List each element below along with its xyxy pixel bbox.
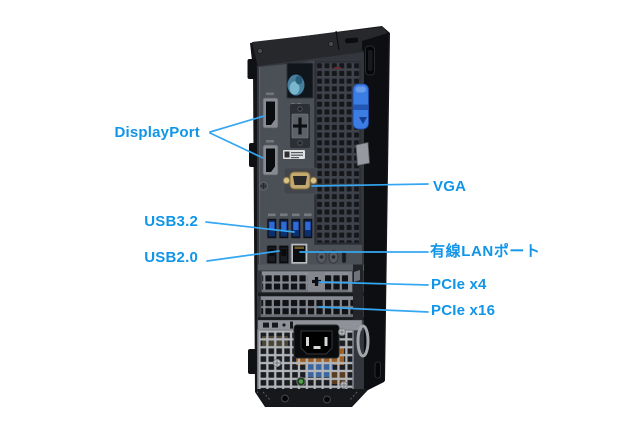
displayport-1-port [262, 92, 279, 129]
case-top [252, 27, 389, 67]
label-usb20: USB2.0 [144, 249, 198, 266]
leader-pcie-x16 [318, 306, 429, 313]
pcie-x16-slot [258, 264, 364, 321]
label-pcie-x4: PCIe x4 [431, 276, 487, 293]
lan-port [290, 243, 308, 265]
label-displayport: DisplayPort [114, 124, 200, 141]
padlock-ring [356, 324, 370, 358]
leader-usb20 [206, 250, 280, 262]
power-inlet [293, 324, 340, 359]
vga-port [282, 167, 318, 195]
blue-release-latch [352, 83, 369, 130]
leader-displayport-1 [209, 115, 265, 133]
label-pcie-x16: PCIe x16 [431, 302, 496, 319]
side-top-slot [365, 45, 375, 76]
label-usb32: USB3.2 [144, 213, 198, 230]
leader-vga [311, 183, 429, 187]
leader-lines [205, 115, 429, 313]
leader-displayport-2 [209, 132, 264, 159]
gray-latch [355, 142, 370, 166]
security-lock-slot [290, 104, 310, 148]
hologram-sticker [286, 62, 314, 106]
antenna-knockouts [316, 250, 347, 264]
panel-screw [259, 181, 268, 191]
psu-screws [272, 328, 348, 389]
pcie-x4-slot [258, 264, 364, 296]
power-led [296, 376, 306, 387]
label-vga: VGA [433, 178, 467, 195]
service-tag-label [283, 150, 305, 159]
usb20-ports [266, 245, 290, 264]
leader-pcie-x4 [318, 281, 429, 286]
side-bottom-slot [374, 361, 381, 379]
label-lan: 有線LANポート [430, 243, 541, 260]
displayport-2-port [262, 140, 279, 176]
usb32-ports [266, 213, 314, 239]
leader-usb32 [205, 221, 295, 233]
case-bottom [256, 389, 367, 406]
